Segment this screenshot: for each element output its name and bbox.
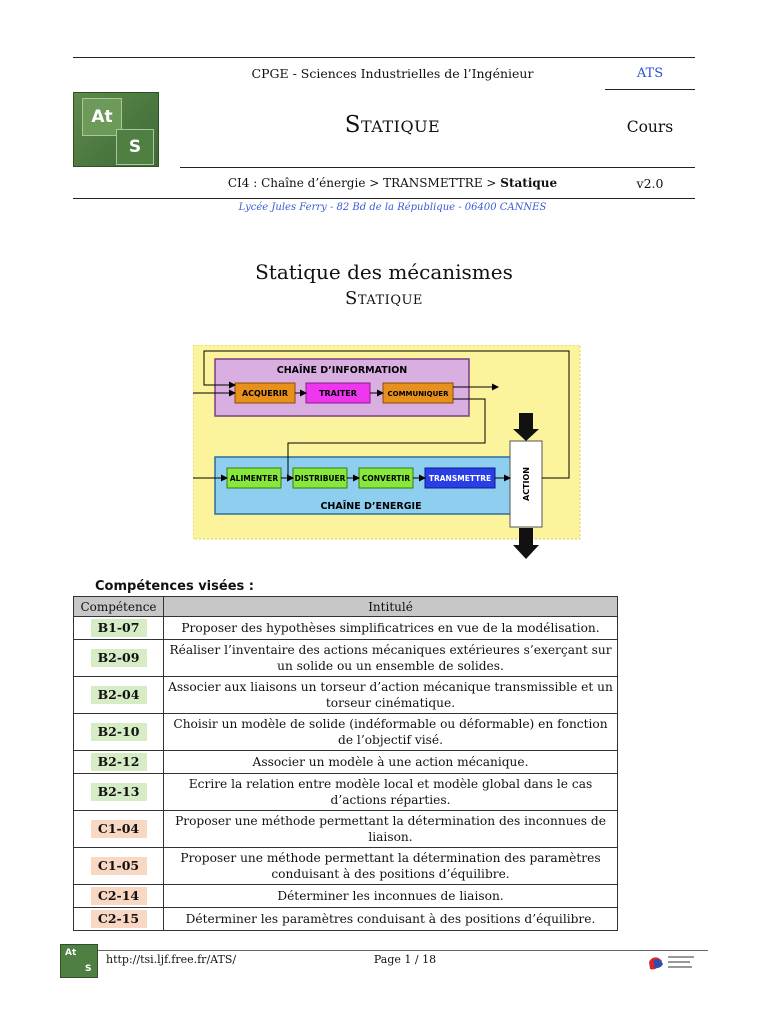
competence-code-badge: C1-04 [90,820,147,838]
block-acquerir-label: ACQUERIR [242,389,288,398]
header-bottom-rule [73,198,695,199]
competence-text-cell: Déterminer les inconnues de liaison. [163,884,618,908]
competence-text-cell: Associer un modèle à une action mécaniqu… [163,750,618,774]
competence-text-cell: Proposer des hypothèses simplificatrices… [163,616,618,640]
school-address: Lycée Jules Ferry - 82 Bd de la Républiq… [238,202,547,213]
competence-text-cell: Ecrire la relation entre modèle local et… [163,773,618,811]
competence-text-cell: Choisir un modèle de solide (indéformabl… [163,713,618,751]
table-row: B2-04 Associer aux liaisons un torseur d… [73,676,618,714]
energy-chain-label: CHAÎNE D’ENERGIE [320,500,421,512]
competence-code-cell: B2-10 [73,713,164,751]
block-transmettre-label: TRANSMETTRE [429,474,491,483]
competence-code-cell: C1-04 [73,810,164,848]
ats-logo: At S [73,92,159,167]
doc-type: Cours [626,118,674,136]
block-convertir-label: CONVERTIR [362,474,410,483]
page-subtitle: Statique [345,288,423,309]
header-title: Statique [344,112,441,138]
competence-code-badge: B2-12 [90,753,147,771]
table-header-row: Compétence Intitulé [73,596,618,617]
table-row: C2-15 Déterminer les paramètres conduisa… [73,907,618,931]
competence-code-badge: C1-05 [90,857,147,875]
page-title: Statique des mécanismes [255,260,513,284]
competence-code-badge: C2-15 [90,910,147,928]
table-row: B2-09 Réaliser l’inventaire des actions … [73,639,618,677]
table-row: C1-04 Proposer une méthode permettant la… [73,810,618,848]
info-chain-label: CHAÎNE D’INFORMATION [277,364,408,376]
footer-url-link[interactable]: http://tsi.ljf.free.fr/ATS/ [106,953,237,966]
competence-code-cell: B2-04 [73,676,164,714]
breadcrumb-path: CI4 : Chaîne d’énergie > TRANSMETTRE > [227,176,501,190]
competence-code-cell: C1-05 [73,847,164,885]
competence-code-badge: B2-09 [90,649,147,667]
competence-code-cell: B1-07 [73,616,164,640]
region-emblem-icon [649,956,694,970]
chain-diagram: CHAÎNE D’INFORMATION ACQUERIR TRAITER CO… [193,345,581,559]
competence-code-cell: C2-15 [73,907,164,931]
competence-code-badge: B2-13 [90,783,147,801]
action-input-arrow [513,413,539,441]
table-row: C2-14 Déterminer les inconnues de liaiso… [73,884,618,908]
block-traiter-label: TRAITER [319,389,357,398]
competence-code-badge: B2-10 [90,723,147,741]
block-distribuer-label: DISTRIBUER [295,474,346,483]
competence-text-cell: Associer aux liaisons un torseur d’actio… [163,676,618,714]
version-label: v2.0 [636,176,664,191]
competence-text-cell: Proposer une méthode permettant la déter… [163,810,618,848]
block-action [509,440,543,528]
footer-rule [60,950,708,951]
logo-tile-bottom: S [116,129,154,165]
competence-text-cell: Proposer une méthode permettant la déter… [163,847,618,885]
competence-code-badge: B2-04 [90,686,147,704]
logo-tile-top: At [82,98,122,136]
competences-table: Compétence Intitulé B1-07 Proposer des h… [73,596,618,931]
footer-logo-bottom: S [85,964,92,974]
column-header-intitule: Intitulé [163,596,618,617]
action-output-arrow [513,528,539,559]
school-name: CPGE - Sciences Industrielles de l’Ingén… [251,66,534,81]
competence-code-cell: C2-14 [73,884,164,908]
breadcrumb-current: Statique [500,176,558,190]
header-mid-rule [180,167,695,168]
table-row: B1-07 Proposer des hypothèses simplifica… [73,616,618,640]
breadcrumb: CI4 : Chaîne d’énergie > TRANSMETTRE > S… [180,176,605,190]
footer-logo-top: At [65,948,77,958]
table-row: B2-10 Choisir un modèle de solide (indéf… [73,713,618,751]
block-communiquer-label: COMMUNIQUER [388,390,450,398]
block-alimenter-label: ALIMENTER [230,474,278,483]
header-top-rule [73,57,695,58]
table-row: B2-13 Ecrire la relation entre modèle lo… [73,773,618,811]
competence-code-cell: B2-13 [73,773,164,811]
ats-label: ATS [636,66,664,81]
competence-code-badge: B1-07 [90,619,147,637]
competence-text-cell: Réaliser l’inventaire des actions mécani… [163,639,618,677]
page-number: Page 1 / 18 [373,953,437,966]
table-row: B2-12 Associer un modèle à une action mé… [73,750,618,774]
column-header-competence: Compétence [73,596,164,617]
competence-code-badge: C2-14 [90,887,147,905]
competence-code-cell: B2-12 [73,750,164,774]
table-row: C1-05 Proposer une méthode permettant la… [73,847,618,885]
header-ats-rule [605,89,695,90]
competences-heading: Compétences visées : [95,579,254,594]
footer-logo: At S [60,944,98,978]
competence-text-cell: Déterminer les paramètres conduisant à d… [163,907,618,931]
competence-code-cell: B2-09 [73,639,164,677]
block-action-label: ACTION [522,467,531,501]
